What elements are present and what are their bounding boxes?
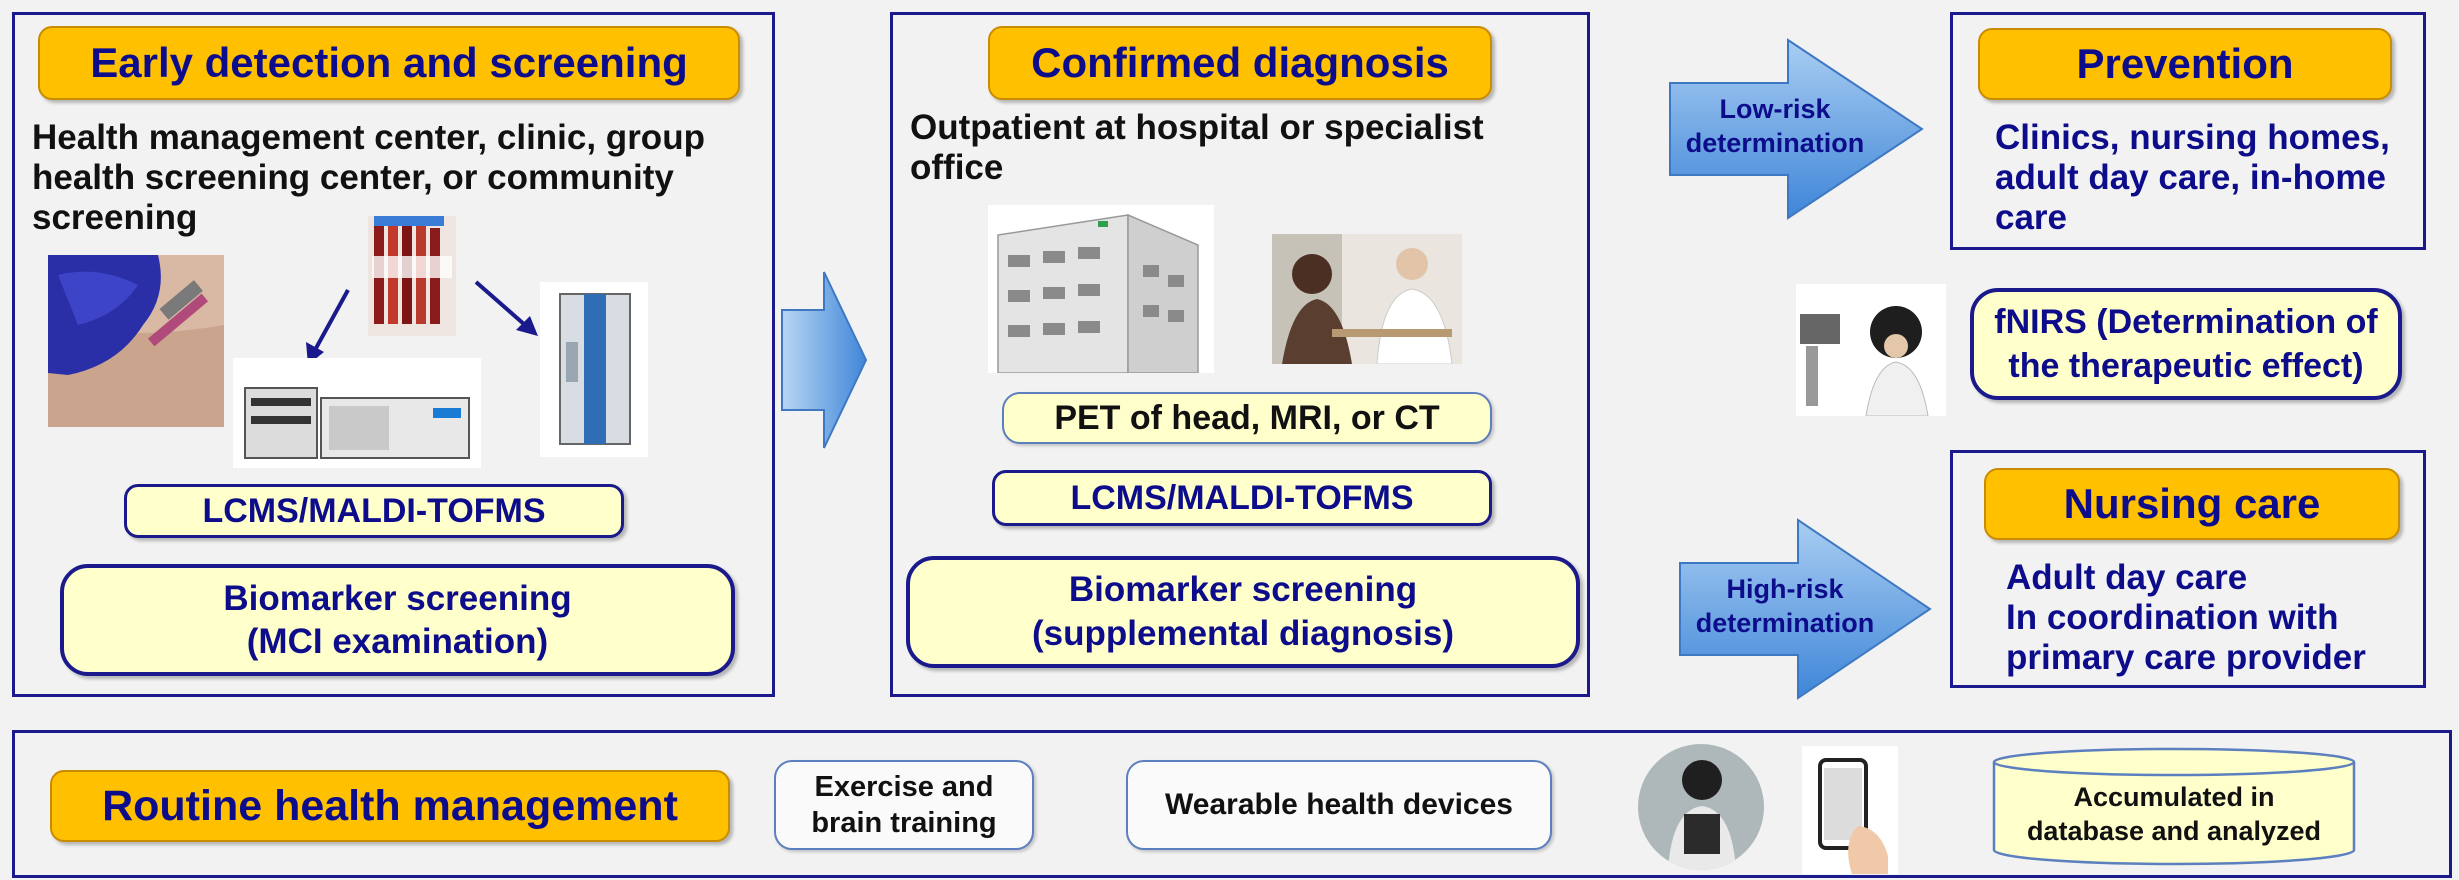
- wearable-user-photo: [1638, 744, 1764, 870]
- blood-sample-tubes-photo: [368, 216, 456, 336]
- smartphone-photo: [1802, 746, 1898, 874]
- high-risk-label: High-risk determination: [1695, 574, 1875, 638]
- nursing-care-title: Nursing care: [1984, 468, 2400, 540]
- maldi-instrument-photo: [540, 282, 648, 457]
- exercise-training-box: Exercise and brain training: [774, 760, 1034, 850]
- low-risk-label: Low-risk determination: [1685, 94, 1865, 158]
- routine-health-title: Routine health management: [50, 770, 730, 842]
- database-icon: [1992, 747, 2356, 866]
- confirmed-diagnosis-description: Outpatient at hospital or specialist off…: [910, 108, 1484, 187]
- nursing-care-line-3: primary care provider: [2006, 638, 2366, 677]
- confirmed-diagnosis-title: Confirmed diagnosis: [988, 26, 1492, 100]
- prevention-title: Prevention: [1978, 28, 2392, 100]
- flow-arrow-to-diagnosis: [781, 271, 868, 449]
- doctor-consultation-photo: [1272, 234, 1462, 364]
- wearable-devices-box: Wearable health devices: [1126, 760, 1552, 850]
- blood-draw-photo: [48, 255, 224, 427]
- confirmed-biomarker-box: Biomarker screening (supplemental diagno…: [906, 556, 1580, 668]
- nursing-care-line-1: Adult day care: [2006, 558, 2248, 597]
- early-detection-title: Early detection and screening: [38, 26, 740, 100]
- fnirs-box: fNIRS (Determination of the therapeutic …: [1970, 288, 2402, 400]
- early-lcms-label: LCMS/MALDI-TOFMS: [124, 484, 624, 538]
- imaging-methods-box: PET of head, MRI, or CT: [1002, 392, 1492, 444]
- low-risk-arrow: [1669, 38, 1924, 220]
- confirmed-lcms-label: LCMS/MALDI-TOFMS: [992, 470, 1492, 526]
- database-label: Accumulated in database and analyzed: [2026, 782, 2322, 846]
- prevention-description: Clinics, nursing homes, adult day care, …: [1995, 118, 2390, 237]
- early-detection-description: Health management center, clinic, group …: [32, 118, 705, 237]
- early-biomarker-box: Biomarker screening (MCI examination): [60, 564, 735, 676]
- fnirs-device-photo: [1796, 284, 1946, 416]
- nursing-care-line-2: In coordination with: [2006, 598, 2339, 637]
- hospital-building-photo: [988, 205, 1214, 373]
- lcms-instrument-photo: [233, 358, 481, 468]
- high-risk-arrow: [1679, 518, 1932, 700]
